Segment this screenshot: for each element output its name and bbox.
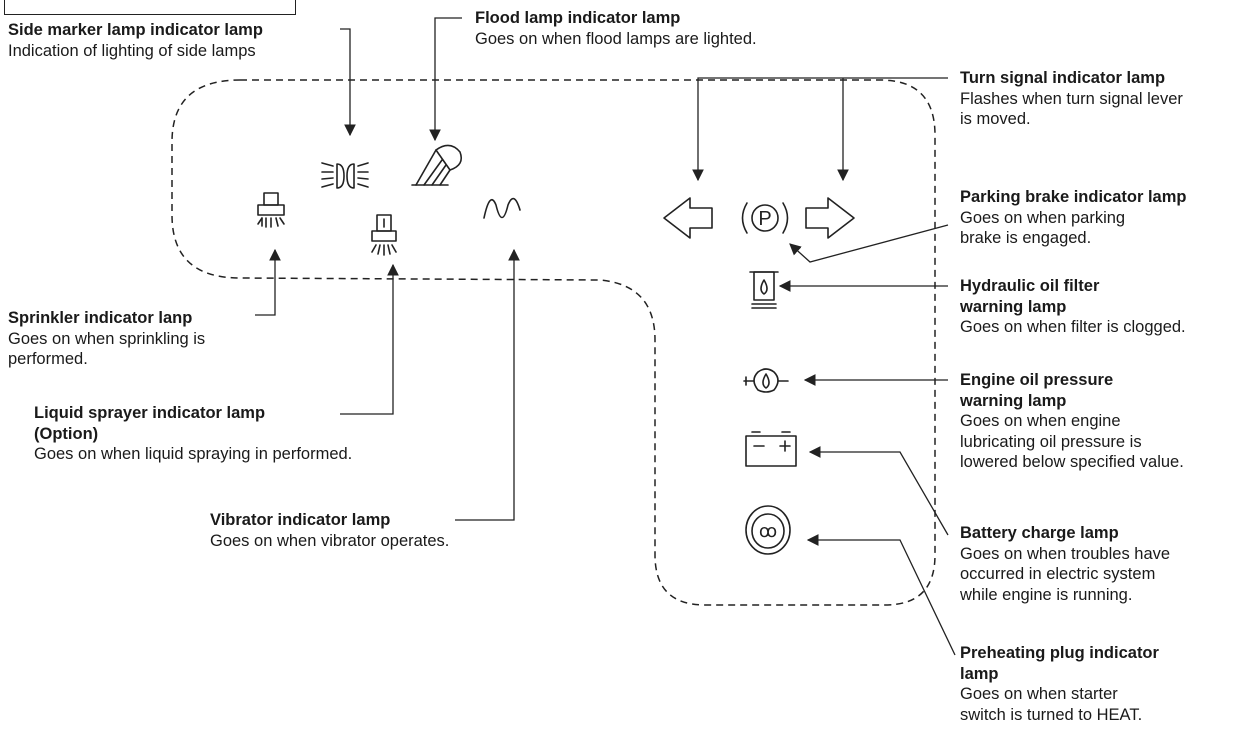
side-marker-lamp-icon bbox=[321, 162, 369, 189]
label-title: (Option) bbox=[34, 424, 99, 443]
label-desc: Goes on when parking bbox=[960, 208, 1126, 227]
preheat-symbol: ꝏ bbox=[759, 521, 777, 542]
label-title: Battery charge lamp bbox=[960, 524, 1119, 542]
label-title: Liquid sprayer indicator lamp bbox=[34, 404, 266, 422]
parking-letter: P bbox=[758, 208, 771, 230]
label-title: Sprinkler indicator lanp bbox=[8, 309, 193, 327]
leader-flood bbox=[429, 17, 462, 142]
label-desc: Goes on when engine bbox=[960, 412, 1121, 430]
sprinkler-icon bbox=[257, 192, 285, 228]
label-preheat: Preheating plug indicator lamp Goes on w… bbox=[960, 643, 1159, 725]
engine-oil-pressure-icon bbox=[743, 368, 789, 393]
label-title: Parking brake indicator lamp bbox=[960, 188, 1187, 206]
header-frame bbox=[4, 0, 296, 15]
label-desc: switch is turned to HEAT. bbox=[960, 705, 1143, 724]
label-sprinkler: Sprinkler indicator lanp Goes on when sp… bbox=[8, 308, 205, 370]
label-title: Turn signal indicator lamp bbox=[960, 69, 1166, 87]
label-title: Preheating plug indicator bbox=[960, 644, 1159, 662]
parking-brake-icon bbox=[741, 202, 789, 234]
label-desc: Goes on when starter bbox=[960, 685, 1118, 703]
label-side-marker: Side marker lamp indicator lamp Indicati… bbox=[8, 20, 263, 61]
label-title: lamp bbox=[960, 664, 999, 683]
label-desc: Goes on when vibrator operates. bbox=[210, 531, 450, 550]
label-desc: brake is engaged. bbox=[960, 229, 1092, 247]
label-hydraulic: Hydraulic oil filter warning lamp Goes o… bbox=[960, 276, 1186, 338]
label-title: Side marker lamp indicator lamp bbox=[8, 21, 263, 39]
label-title: Flood lamp indicator lamp bbox=[475, 9, 681, 27]
label-desc: occurred in electric system bbox=[960, 565, 1156, 583]
label-parking-brake: Parking brake indicator lamp Goes on whe… bbox=[960, 187, 1187, 249]
label-title: Vibrator indicator lamp bbox=[210, 511, 391, 529]
label-desc: Indication of lighting of side lamps bbox=[8, 41, 256, 60]
label-title: warning lamp bbox=[960, 297, 1067, 316]
label-desc: performed. bbox=[8, 350, 88, 368]
turn-left-icon bbox=[663, 197, 713, 239]
label-desc: while engine is running. bbox=[960, 585, 1133, 604]
label-engine-oil: Engine oil pressure warning lamp Goes on… bbox=[960, 370, 1184, 473]
leader-sprinkler bbox=[255, 248, 281, 316]
turn-right-icon bbox=[805, 197, 855, 239]
label-title: Hydraulic oil filter bbox=[960, 277, 1100, 295]
label-desc: Flashes when turn signal lever bbox=[960, 89, 1183, 108]
label-desc: Goes on when liquid spraying in performe… bbox=[34, 445, 353, 463]
label-vibrator: Vibrator indicator lamp Goes on when vib… bbox=[210, 510, 449, 551]
hydraulic-oil-filter-icon bbox=[749, 271, 779, 309]
leader-vibrator bbox=[455, 248, 520, 521]
leader-side-marker bbox=[340, 28, 356, 137]
leader-preheat bbox=[806, 534, 956, 656]
leader-parking-brake bbox=[789, 224, 949, 263]
label-desc: is moved. bbox=[960, 110, 1031, 128]
label-desc: Goes on when troubles have bbox=[960, 544, 1171, 563]
label-desc: Goes on when filter is clogged. bbox=[960, 318, 1186, 336]
label-desc: Goes on when flood lamps are lighted. bbox=[475, 29, 757, 48]
label-title: Engine oil pressure bbox=[960, 371, 1114, 389]
liquid-sprayer-icon bbox=[371, 214, 397, 256]
label-desc: lowered below specified value. bbox=[960, 453, 1184, 471]
label-turn-signal: Turn signal indicator lamp Flashes when … bbox=[960, 68, 1183, 130]
label-liquid-sprayer: Liquid sprayer indicator lamp (Option) G… bbox=[34, 403, 352, 465]
panel-outline bbox=[171, 79, 936, 606]
preheating-plug-icon bbox=[745, 505, 791, 555]
label-battery: Battery charge lamp Goes on when trouble… bbox=[960, 523, 1170, 605]
leader-turn-signal bbox=[692, 77, 948, 182]
label-desc: lubricating oil pressure is bbox=[960, 432, 1142, 451]
label-title: warning lamp bbox=[960, 391, 1067, 410]
leader-battery bbox=[808, 446, 949, 536]
vibrator-icon bbox=[483, 197, 521, 219]
label-flood: Flood lamp indicator lamp Goes on when f… bbox=[475, 8, 757, 49]
battery-charge-icon bbox=[745, 431, 797, 467]
label-desc: Goes on when sprinkling is bbox=[8, 329, 206, 348]
flood-lamp-icon bbox=[411, 144, 463, 186]
leader-liquid bbox=[340, 263, 399, 415]
